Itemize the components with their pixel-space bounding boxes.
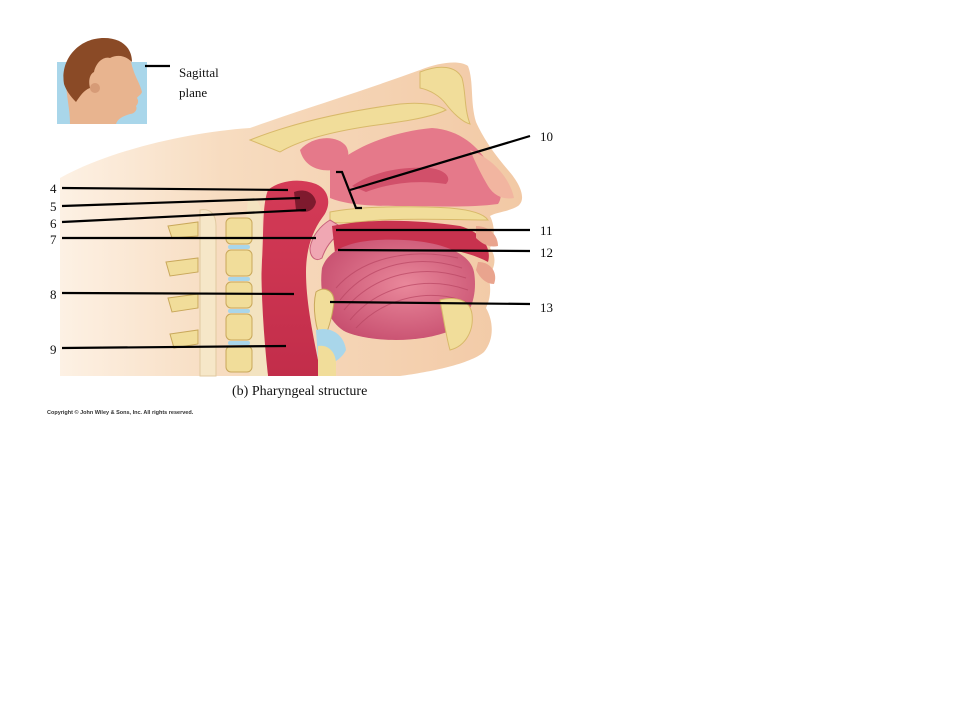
leader-13 (329, 300, 531, 306)
sagittal-plane-label-2: plane (179, 85, 207, 100)
hair (63, 38, 132, 102)
structure-labels: 4 5 6 7 8 9 10 11 12 13 (50, 129, 553, 357)
tongue-muscle-striations (335, 253, 469, 329)
leader-9 (61, 344, 287, 350)
label-4: 4 (50, 181, 57, 196)
leader-8 (61, 291, 295, 296)
leader-4 (61, 186, 289, 192)
copyright-notice: Copyright © John Wiley & Sons, Inc. All … (47, 409, 194, 416)
larynx (318, 345, 336, 376)
skull-base (248, 102, 447, 153)
label-13: 13 (540, 300, 553, 315)
spinous-processes (165, 221, 199, 349)
ear (90, 83, 100, 93)
bracket-10 (336, 170, 362, 210)
sagittal-plane-label-1: Sagittal (179, 65, 219, 80)
leader-lines (61, 134, 531, 350)
sagittal-section (60, 62, 523, 377)
leader-5 (61, 196, 301, 208)
sphenoid-sinus (300, 138, 349, 171)
figure-caption: (b) Pharyngeal structure (232, 384, 367, 399)
label-10: 10 (540, 129, 553, 144)
label-11: 11 (540, 223, 553, 238)
label-5: 5 (50, 199, 57, 214)
label-7: 7 (50, 232, 57, 247)
upper-lip (476, 226, 498, 247)
label-12: 12 (540, 245, 553, 260)
nasal-conchae (352, 167, 449, 192)
mandible (439, 298, 473, 351)
sagittal-plane-inset: Sagittal plane (57, 38, 219, 124)
label-6: 6 (50, 216, 57, 231)
leader-6 (61, 208, 307, 224)
leader-10 (349, 134, 531, 192)
nasopharynx-opening (294, 190, 316, 212)
lower-lip (476, 262, 496, 284)
intervertebral-discs (228, 245, 250, 345)
label-8: 8 (50, 287, 57, 302)
epiglottis (313, 288, 335, 344)
nasal-vestibule (470, 150, 514, 199)
pharynx-airway (261, 180, 329, 376)
hard-palate (329, 206, 489, 224)
nasal-bone (419, 66, 471, 125)
leader-12 (337, 248, 531, 253)
cervical-vertebrae (225, 217, 253, 373)
tongue (321, 239, 476, 340)
label-9: 9 (50, 342, 57, 357)
